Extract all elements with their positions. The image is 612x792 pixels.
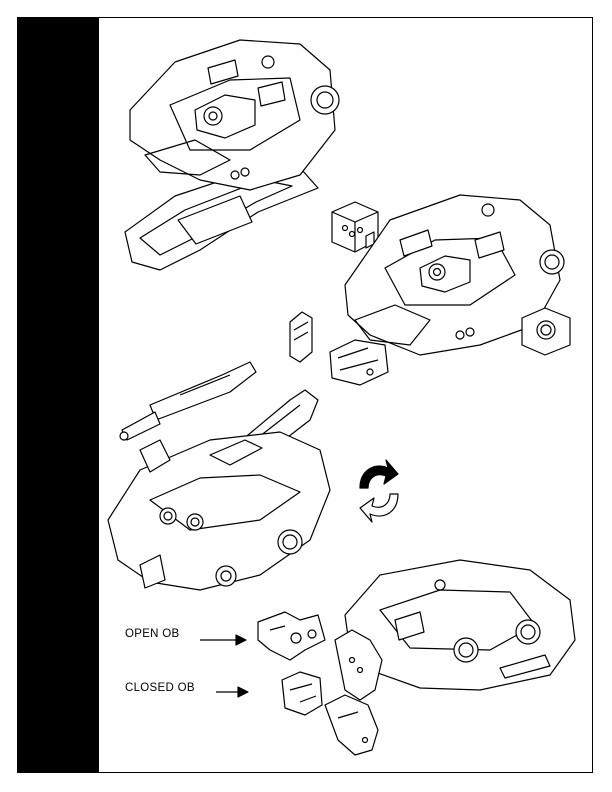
arrow-right-icon [216,686,249,698]
sidebar-black-bar [17,17,99,773]
closed-ob-side-part [324,694,379,756]
cannon-barrel [119,361,257,441]
closed-ob-part [281,671,323,716]
clip-part [329,339,389,386]
open-ob-label: OPEN OB [125,628,180,640]
hull-top-right [344,194,571,356]
open-ob-side-part [334,629,383,701]
arrow-right-icon [200,634,247,646]
closed-ob-label: CLOSED OB [125,682,195,694]
hull-bottom-right [344,559,576,691]
hull-top-left [124,39,340,271]
bracket-part [289,311,313,363]
rotate-arrows-icon [359,459,399,523]
hull-center [107,431,331,591]
open-ob-part [257,611,326,661]
block-part [331,201,379,253]
